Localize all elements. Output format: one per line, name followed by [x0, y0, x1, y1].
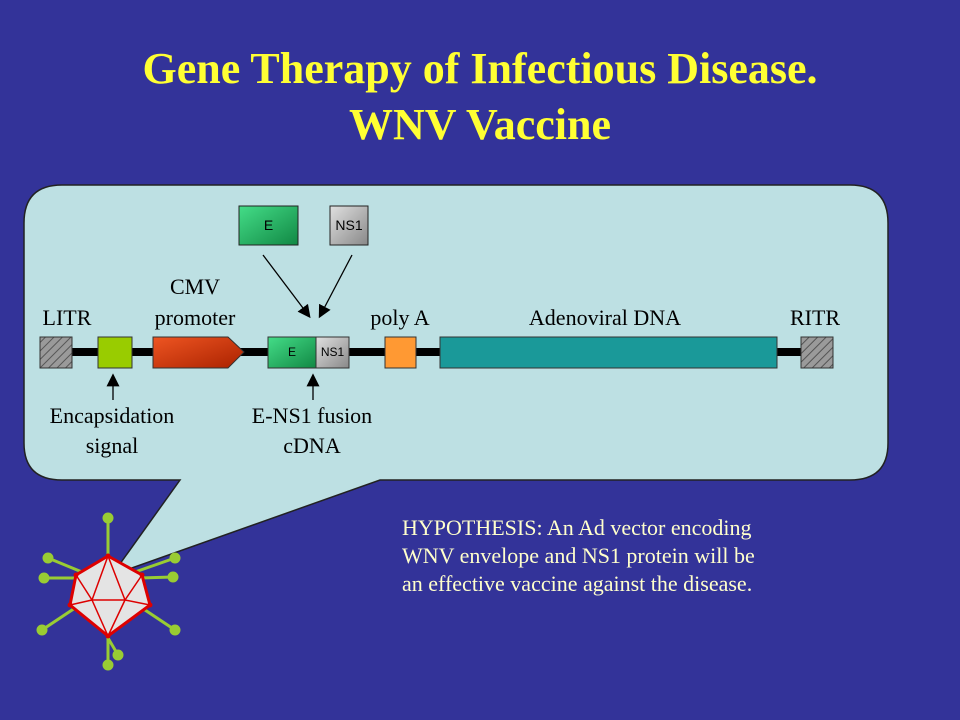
- top-e-label: E: [263, 217, 274, 233]
- hypothesis-text: HYPOTHESIS: An Ad vector encoding WNV en…: [402, 514, 842, 598]
- promoter-label: promoter: [154, 305, 236, 330]
- arrow-e-to-construct: [262, 254, 311, 319]
- slide-title-line-1: Gene Therapy of Infectious Disease.: [142, 44, 818, 93]
- cmv-label: CMV: [169, 274, 221, 299]
- litr-box: [39, 336, 73, 369]
- slide-title-line-2: WNV Vaccine: [349, 100, 611, 149]
- poly-a-box: [384, 336, 417, 369]
- poly-a-label: poly A: [370, 305, 430, 330]
- litr-label: LITR: [42, 305, 92, 330]
- hypothesis-line-3: an effective vaccine against the disease…: [402, 571, 753, 596]
- construct-e-label: E: [287, 345, 296, 359]
- arrow-ns1-to-construct: [318, 254, 353, 319]
- adenoviral-dna-label: Adenoviral DNA: [528, 305, 682, 330]
- ritr-label: RITR: [789, 305, 841, 330]
- cdna-label: cDNA: [283, 433, 341, 458]
- cmv-promoter-shape: [152, 336, 245, 369]
- hypothesis-line-2: WNV envelope and NS1 protein will be: [402, 543, 755, 568]
- adenovirus-icosahedron-icon: [36, 512, 181, 671]
- construct-ns1-label: NS1: [320, 345, 345, 359]
- encapsidation-signal-box: [97, 336, 133, 369]
- construct-ns1-box: [315, 336, 350, 369]
- hypothesis-line-1: HYPOTHESIS: An Ad vector encoding: [402, 515, 752, 540]
- signal-label: signal: [85, 433, 139, 458]
- fusion-label: E-NS1 fusion: [251, 403, 373, 428]
- encapsidation-label: Encapsidation: [49, 403, 175, 428]
- ritr-box: [800, 336, 834, 369]
- adenoviral-dna-box: [439, 336, 778, 369]
- top-e-box: [238, 205, 299, 246]
- top-ns1-box: [329, 205, 369, 246]
- top-ns1-label: NS1: [335, 217, 363, 233]
